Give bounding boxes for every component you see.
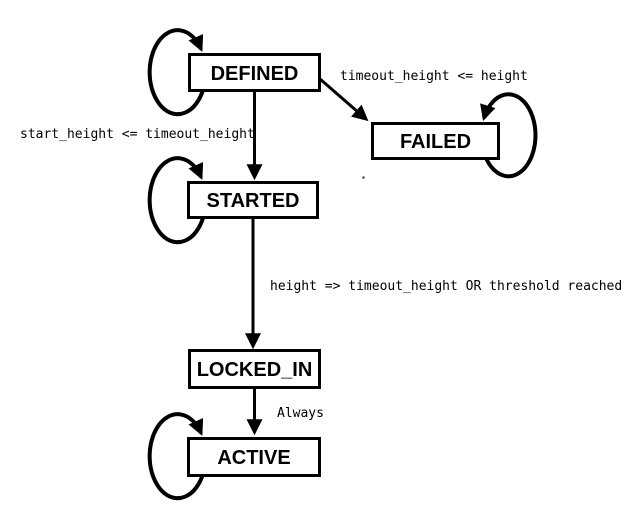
state-node-defined: DEFINED [188,53,321,92]
state-node-lockedin: LOCKED_IN [188,349,321,389]
state-box-failed [371,122,500,160]
self-loop-active [147,412,205,501]
state-label-active: ACTIVE [217,447,290,469]
state-box-started [187,181,319,219]
transition-label-lockedin-active: Always [277,406,324,421]
arrow-defined-to-failed [319,77,369,122]
state-node-started: STARTED [187,181,319,219]
state-box-defined [188,53,321,92]
state-node-failed: FAILED [371,122,500,160]
transition-label-started-lockedin: height => timeout_height OR threshold re… [270,279,622,294]
state-label-lockedin: LOCKED_IN [197,359,313,381]
state-node-active: ACTIVE [187,437,321,477]
stray-dot [362,176,365,179]
self-loop-started [147,156,205,245]
state-box-active [187,437,321,477]
self-loop-failed [480,92,538,179]
state-label-failed: FAILED [400,131,471,153]
transition-label-defined-failed: timeout_height <= height [340,69,528,84]
state-label-started: STARTED [207,190,300,212]
self-loop-defined [147,28,205,117]
state-label-defined: DEFINED [211,63,299,85]
state-box-lockedin [188,349,321,389]
transition-label-defined-started: start_height <= timeout_height [20,127,255,142]
